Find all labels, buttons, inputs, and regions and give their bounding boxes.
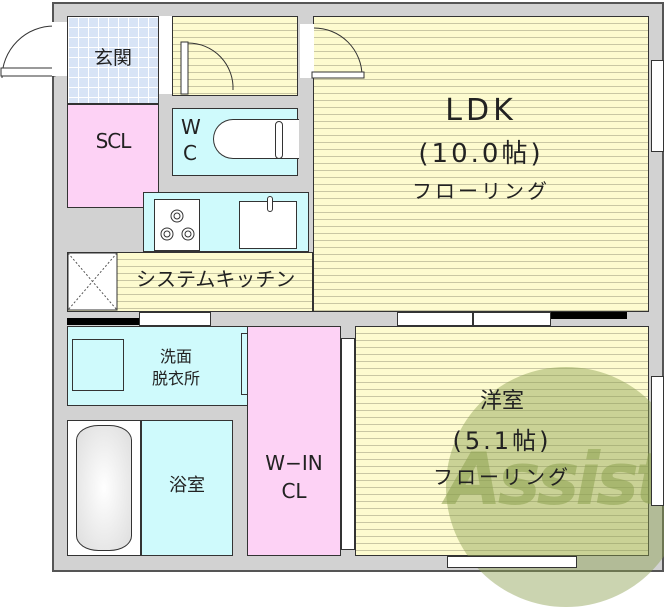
entrance-door-icon: [0, 25, 56, 79]
bathtub: [67, 420, 141, 556]
wall-segment-black-2: [551, 312, 627, 319]
room-western: Assist 洋室 (5.1帖) フローリング: [355, 326, 664, 607]
toilet-icon: [213, 119, 299, 159]
wc-door-icon: [180, 41, 234, 95]
scl-label: SCL: [95, 129, 132, 153]
closet-door: [341, 338, 355, 550]
watermark-text: Assist: [446, 437, 664, 521]
entrance-label: 玄関: [93, 47, 132, 69]
toilet-tank-icon: [275, 121, 283, 159]
room-walk-in-closet: W−IN CL: [247, 326, 341, 556]
bathroom-label: 浴室: [169, 475, 205, 496]
western-room-size: (5.1帖): [452, 427, 552, 455]
window-room-1: [397, 312, 473, 326]
kitchen-label: システムキッチン: [136, 267, 296, 291]
room-wc: W C: [172, 108, 299, 176]
window-room-2: [473, 312, 551, 326]
room-ldk: LDK (10.0帖) フローリング: [313, 16, 649, 312]
hallway-strip: [159, 16, 172, 94]
faucet-icon: [267, 196, 273, 212]
ldk-door-icon: [300, 24, 365, 79]
entrance-door-opening: [52, 22, 68, 76]
ldk-floor: フローリング: [412, 179, 550, 203]
western-window-south: [447, 556, 577, 568]
western-room-floor: フローリング: [433, 465, 571, 489]
washroom-label-1: 洗面: [160, 347, 193, 366]
kitchen-floor: システムキッチン: [67, 252, 313, 312]
room-entrance: 玄関: [67, 16, 159, 104]
washing-machine-icon: [72, 339, 124, 391]
bathtub-icon: [76, 425, 132, 551]
wic-label-2: CL: [281, 479, 307, 503]
kitchen-counter: [143, 192, 309, 252]
ldk-window-east: [651, 60, 664, 152]
room-bathroom: 浴室: [141, 420, 233, 556]
ldk-size: (10.0帖): [418, 139, 544, 169]
western-window-east: [651, 376, 664, 506]
wic-label-1: W−IN: [265, 451, 323, 475]
western-room-name: 洋室: [479, 389, 524, 414]
wall-segment-black: [67, 318, 139, 325]
room-scl: SCL: [67, 104, 159, 208]
refrigerator-space-icon: [68, 253, 118, 311]
window-kitchen: [139, 312, 211, 326]
hallway: [172, 16, 298, 96]
wc-label-2: C: [183, 141, 197, 165]
sink-icon: [239, 196, 297, 249]
stove-icon: [154, 199, 200, 251]
ldk-name: LDK: [445, 93, 517, 128]
washroom-label-2: 脱衣所: [152, 369, 201, 388]
wc-label-1: W: [181, 115, 201, 139]
